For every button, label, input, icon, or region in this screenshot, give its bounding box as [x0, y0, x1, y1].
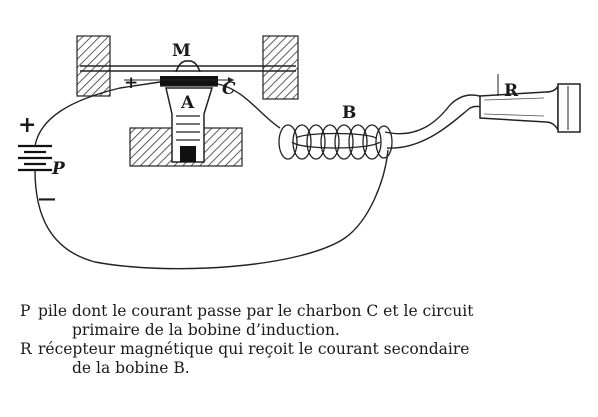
- label-plus-left: +: [18, 112, 36, 138]
- caption-item-R: R récepteur magnétique qui reçoit le cou…: [20, 340, 595, 378]
- label-A: A: [180, 93, 195, 113]
- microphone-contact: [175, 60, 201, 73]
- caption-text-P-1: pile dont le courant passe par le charbo…: [38, 302, 474, 320]
- caption-text-R-1: récepteur magnétique qui reçoit le coura…: [38, 340, 470, 358]
- caption-item-P: P pile dont le courant passe par le char…: [20, 302, 595, 340]
- right-wall-block: [262, 35, 299, 100]
- electromagnet: [165, 87, 214, 163]
- magnetic-receiver: [479, 83, 581, 133]
- induction-coil: [278, 124, 393, 160]
- battery: [18, 144, 52, 172]
- caption-key-P: P: [20, 302, 31, 320]
- label-C: C: [222, 79, 236, 99]
- label-M: M: [172, 41, 191, 61]
- circuit-wires: [34, 81, 493, 270]
- carbon-plate: [160, 76, 218, 86]
- label-minus-left: —: [38, 188, 56, 209]
- label-P: P: [51, 159, 66, 179]
- label-R: R: [504, 81, 519, 101]
- caption-key-R: R: [20, 340, 32, 358]
- caption: P pile dont le courant passe par le char…: [20, 302, 595, 378]
- label-plus-top: +: [124, 73, 138, 93]
- telephone-circuit-diagram: M A C B R P + + —: [18, 35, 581, 270]
- caption-text-R-2: de la bobine B.: [72, 359, 190, 377]
- label-B: B: [342, 103, 356, 123]
- caption-text-P-2: primaire de la bobine d’induction.: [72, 321, 340, 339]
- diaphragm: [80, 65, 296, 72]
